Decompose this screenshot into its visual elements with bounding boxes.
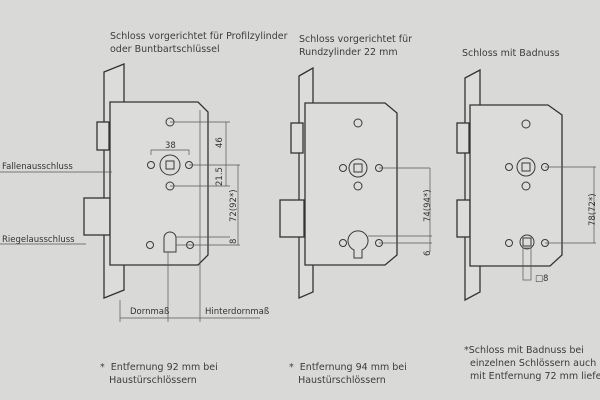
label-bolt: Riegelausschluss bbox=[2, 235, 75, 245]
bullet: * bbox=[464, 345, 469, 356]
dim-6: 6 bbox=[423, 251, 433, 256]
lock1-drawing: 38 46 21.5 72(92*) 8 Fallenausschluss Ri… bbox=[0, 63, 269, 322]
bullet: * bbox=[289, 362, 294, 373]
lock-body bbox=[109, 101, 209, 266]
spindle bbox=[348, 158, 368, 178]
note-line: Haustürschlössern bbox=[298, 375, 386, 386]
label-backset: Dornmaß bbox=[130, 307, 169, 317]
lock3-drawing: 78(72*) □8 bbox=[456, 68, 598, 302]
note-line: Entfernung 92 mm bei bbox=[110, 362, 218, 373]
latch bbox=[456, 122, 470, 154]
lock1-title: Schloss vorgerichtet für Profilzylinder o… bbox=[110, 30, 287, 56]
dim-46: 46 bbox=[215, 137, 225, 148]
lock3-title: Schloss mit Badnuss bbox=[462, 48, 560, 59]
dim-21-5: 21.5 bbox=[215, 167, 225, 186]
note-line: einzelnen Schlössern auch bbox=[470, 358, 597, 369]
label-rear-backset: Hinterdornmaß bbox=[205, 307, 269, 317]
lock2-note: * Entfernung 94 mm bei Haustürschlössern bbox=[289, 361, 407, 387]
bolt bbox=[456, 199, 471, 238]
title-line: Schloss vorgerichtet für Profilzylinder bbox=[110, 31, 288, 42]
note-line: Entfernung 94 mm bei bbox=[299, 362, 407, 373]
lock-body bbox=[469, 104, 563, 267]
keyhole bbox=[163, 231, 177, 253]
title-line: Schloss vorgerichtet für bbox=[299, 34, 413, 45]
dim-74: 74(94*) bbox=[423, 189, 433, 222]
lock2-drawing: 74(94*) 6 bbox=[279, 66, 433, 299]
dim-38: 38 bbox=[165, 141, 176, 151]
round-cylinder-hole bbox=[347, 230, 369, 259]
latch bbox=[96, 121, 110, 151]
dim-72: 72(92*) bbox=[229, 189, 239, 222]
lock1-note: * Entfernung 92 mm bei Haustürschlössern bbox=[100, 361, 218, 387]
latch bbox=[290, 122, 304, 154]
bolt bbox=[279, 199, 305, 238]
spindle bbox=[159, 154, 181, 176]
bathroom-spindle bbox=[519, 234, 535, 250]
label-latch: Fallenausschluss bbox=[2, 162, 73, 172]
title-line: oder Buntbartschlüssel bbox=[110, 44, 220, 55]
dim-8: 8 bbox=[229, 239, 239, 244]
lock-body bbox=[304, 102, 398, 266]
note-line: mit Entfernung 72 mm liefer bbox=[470, 371, 600, 382]
bolt bbox=[83, 197, 111, 236]
note-line: Haustürschlössern bbox=[109, 375, 197, 386]
dim-square-8: □8 bbox=[535, 274, 548, 284]
title-line: Rundzylinder 22 mm bbox=[299, 47, 398, 58]
note-line: Schloss mit Badnuss bei bbox=[468, 345, 584, 356]
lock3-note: *Schloss mit Badnuss bei einzelnen Schlö… bbox=[464, 344, 600, 383]
dim-78: 78(72*) bbox=[588, 193, 598, 226]
spindle bbox=[516, 157, 536, 177]
bullet: * bbox=[100, 362, 105, 373]
